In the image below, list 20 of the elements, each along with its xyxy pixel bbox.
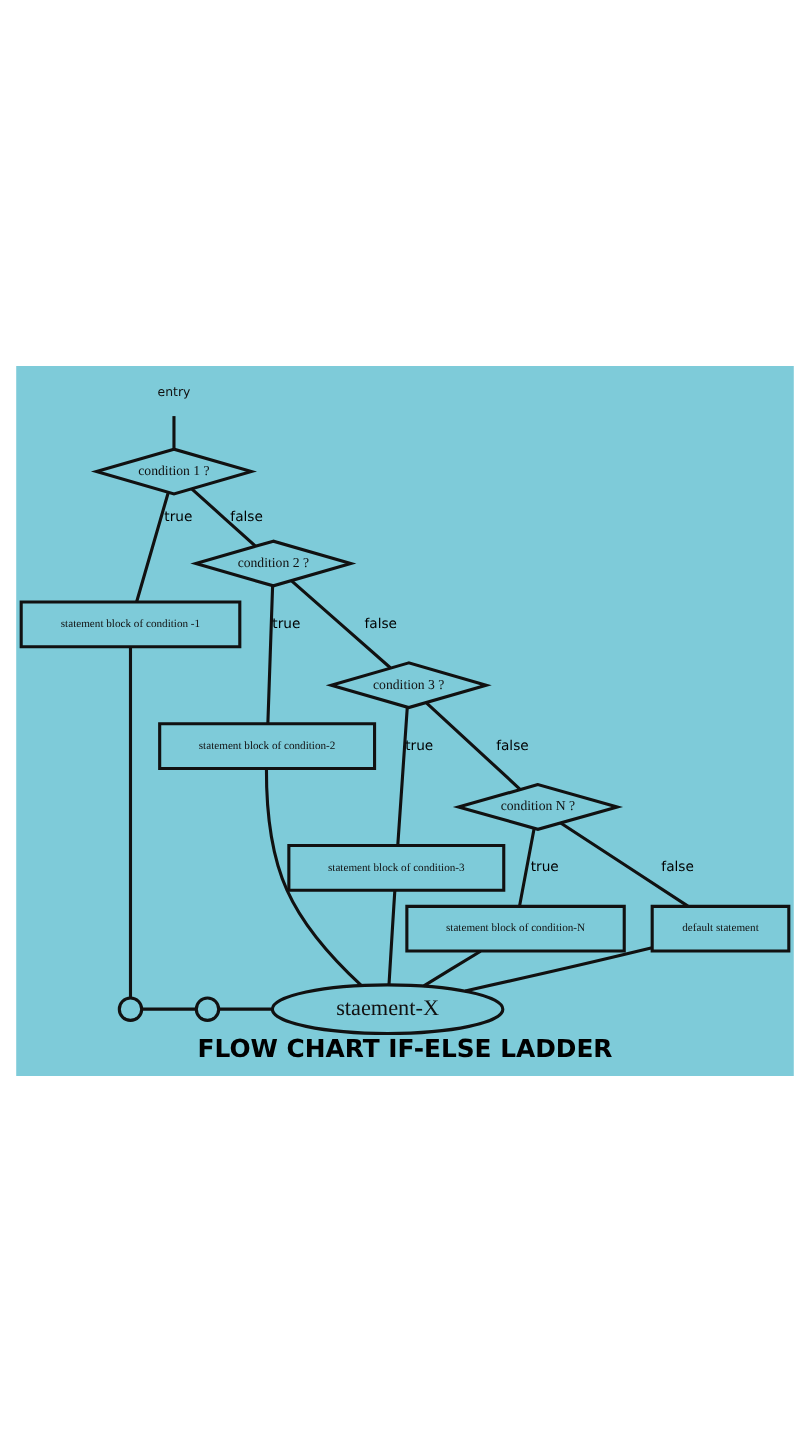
connector	[518, 827, 536, 906]
connector	[141, 1006, 197, 1010]
connector	[128, 646, 133, 997]
connector	[264, 767, 363, 986]
node-circle	[117, 995, 144, 1021]
connector	[135, 491, 170, 601]
connector	[190, 486, 257, 547]
connector	[396, 706, 409, 845]
connector	[290, 578, 392, 668]
connector	[172, 415, 176, 449]
connector	[266, 584, 275, 723]
connector	[423, 948, 482, 987]
connector	[464, 945, 653, 992]
connector	[218, 1006, 273, 1010]
connector	[559, 820, 689, 907]
node-circle	[194, 995, 221, 1021]
connector	[387, 889, 397, 984]
node-ellipse: staement-X	[270, 982, 505, 1035]
caption: FLOW CHART IF-ELSE LADDER	[197, 1032, 613, 1063]
connector	[425, 700, 522, 790]
